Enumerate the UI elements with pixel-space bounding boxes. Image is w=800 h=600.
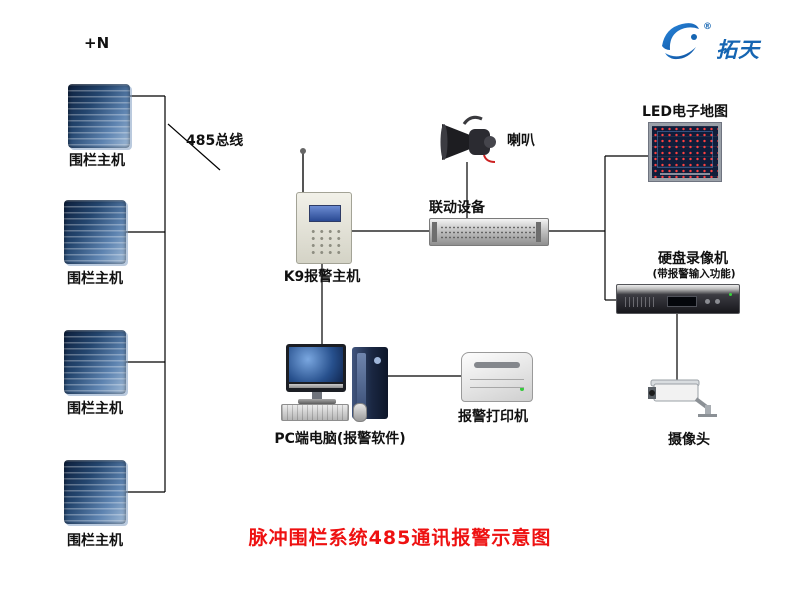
pc-monitor-bezel (289, 384, 343, 388)
dvr-device (616, 284, 740, 314)
printer-status-led (520, 387, 524, 391)
brand-name: 拓天 (716, 38, 760, 62)
k9-host-label: K9报警主机 (283, 269, 361, 285)
dvr-button (705, 299, 710, 304)
bus-label: 485总线 (186, 133, 244, 149)
led-map-screen (652, 126, 718, 178)
dvr-label: 硬盘录像机 (658, 251, 728, 267)
linkage-device-label: 联动设备 (429, 200, 485, 216)
fence-host-label-4: 围栏主机 (67, 533, 123, 549)
printer-label: 报警打印机 (458, 409, 528, 425)
speaker-label: 喇叭 (507, 133, 535, 149)
pc-monitor-base (298, 399, 336, 404)
brand-logo: ® 拓天 (658, 20, 760, 64)
fence-host-label-3: 围栏主机 (67, 401, 123, 417)
pc-monitor-icon (286, 344, 346, 392)
camera-label: 摄像头 (668, 432, 710, 448)
fence-host-label-2: 围栏主机 (67, 271, 123, 287)
dvr-display (667, 296, 697, 307)
fence-host-device-3 (64, 330, 126, 394)
alarm-printer-device (461, 352, 533, 402)
k9-keypad (307, 226, 341, 254)
logo-swoosh-icon (662, 23, 699, 60)
fence-host-device-1 (68, 84, 130, 148)
led-map-board (648, 122, 722, 182)
horn-speaker-icon (440, 112, 500, 168)
pc-keyboard-icon (281, 404, 349, 421)
dvr-note-label: (带报警输入功能) (652, 268, 736, 280)
pc-mouse-icon (353, 403, 367, 422)
k9-display (309, 205, 341, 222)
fence-host-label-1: 围栏主机 (69, 153, 125, 169)
cctv-camera-icon (648, 374, 720, 422)
pc-screen (289, 347, 343, 382)
fence-host-device-4 (64, 460, 126, 524)
dvr-vents (625, 297, 657, 307)
dvr-button (715, 299, 720, 304)
linkage-rack-device (429, 218, 549, 246)
diagram-title: 脉冲围栏系统485通讯报警示意图 (248, 527, 552, 549)
registered-mark: ® (703, 22, 712, 32)
fence-host-device-2 (64, 200, 126, 264)
antenna-icon (300, 148, 306, 194)
k9-body (296, 192, 352, 264)
plus-n-label: +N (84, 34, 110, 52)
pc-label: PC端电脑(报警软件) (274, 431, 406, 447)
k9-alarm-host-device (296, 148, 352, 264)
led-map-label: LED电子地图 (641, 104, 729, 120)
dvr-power-led (729, 293, 732, 296)
pc-monitor-stand (312, 392, 322, 400)
